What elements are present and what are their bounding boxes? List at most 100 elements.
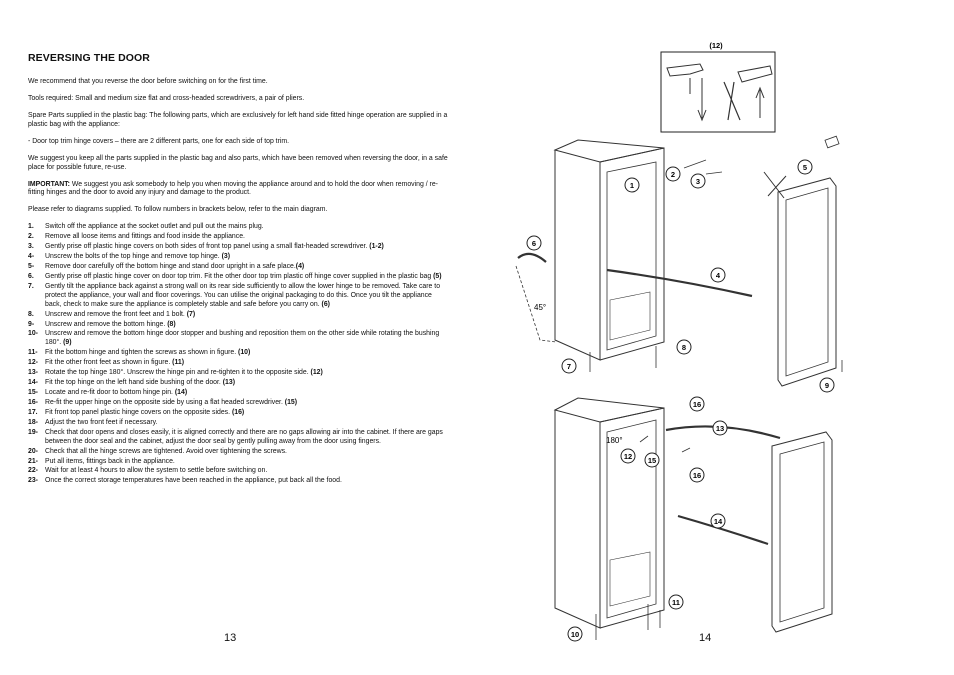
step-item: 7. Gently tilt the appliance back against…	[28, 283, 448, 309]
instructions-column: REVERSING THE DOOR We recommend that you…	[28, 52, 448, 487]
refer-text: Please refer to diagrams supplied. To fo…	[28, 206, 328, 214]
callout-14: 14	[710, 513, 726, 529]
important-text: We suggest you ask somebody to help you …	[28, 180, 438, 197]
page-number-left: 13	[224, 632, 237, 644]
callout-7-text: 7	[567, 362, 571, 371]
callout-16a: 16	[689, 396, 705, 412]
step-text: Gently prise off plastic hinge covers on…	[45, 243, 370, 251]
step-text: Fit the other front feet as shown in fig…	[45, 359, 173, 367]
step-item: 4-Unscrew the bolts of the top hinge and…	[28, 253, 448, 262]
inset-label: (12)	[709, 41, 723, 50]
step-ref: (6)	[321, 300, 330, 308]
step-number: 13-	[28, 369, 38, 377]
step-text: Switch off the appliance at the socket o…	[45, 223, 264, 231]
callout-3: 3	[690, 173, 706, 189]
step-ref: (15)	[284, 398, 298, 406]
callout-6: 6	[526, 235, 542, 251]
step-item: 5- Remove door carefully off the bottom h…	[28, 263, 448, 272]
callout-9-text: 9	[825, 381, 829, 390]
fridge-door-top	[777, 135, 840, 387]
step-number: 5-	[28, 263, 35, 271]
step-item: 1. Switch off the appliance at the socket…	[28, 223, 448, 232]
step-text: Adjust the two front feet if necessary.	[45, 418, 158, 426]
step-ref: (3)	[221, 253, 231, 261]
important-label: IMPORTANT:	[28, 180, 70, 188]
callout-15: 15	[644, 452, 660, 468]
step-ref: (12)	[310, 369, 323, 377]
callout-15-text: 15	[648, 456, 656, 465]
step-item: 17.Fit front top panel plastic hinge cov…	[28, 409, 448, 418]
step-ref: (9)	[63, 339, 72, 347]
callout-5: 5	[797, 159, 813, 175]
callout-16b: 16	[689, 467, 705, 483]
step-ref: (5)	[433, 273, 442, 281]
callout-14-text: 14	[714, 517, 723, 526]
step-item: 20-Check that all the hinge screws are t…	[28, 448, 448, 457]
step-ref: (10)	[238, 349, 251, 357]
step-number: 19-	[28, 428, 38, 436]
tools-text: Tools required: Small and medium size fl…	[28, 95, 305, 103]
callout-16a-text: 16	[693, 400, 701, 409]
step-text: Unscrew and remove the bottom hinge.	[45, 320, 168, 328]
callout-1-text: 1	[630, 181, 634, 190]
step-text: Check that all the hinge screws are tigh…	[45, 447, 287, 455]
important-note: IMPORTANT: We suggest you ask somebody t…	[28, 181, 448, 198]
step-item: 8. Unscrew and remove the front feet and …	[28, 311, 448, 320]
step-item: 18- Adjust the two front feet if necessar…	[28, 419, 448, 428]
step-text: Wait for at least 4 hours to allow the s…	[45, 467, 268, 475]
fridge-cabinet-top	[553, 139, 665, 361]
step-number: 12-	[28, 359, 38, 367]
steps-list: 1. Switch off the appliance at the socket…	[28, 223, 448, 486]
step-text: Re-fit the upper hinge on the opposite s…	[45, 398, 285, 406]
page-number-right: 14	[699, 632, 712, 644]
step-text: Unscrew and remove the front feet and 1 …	[45, 310, 187, 318]
step-number: 22-	[28, 467, 38, 475]
intro-text: We recommend that you reverse the door b…	[28, 78, 268, 85]
step-number: 1.	[28, 223, 34, 231]
step-number: 7.	[28, 283, 34, 291]
step-ref: (8)	[167, 320, 176, 328]
step-text: Unscrew and remove the bottom hinge door…	[45, 330, 440, 347]
step-item: 21-Put all items, fittings back in the a…	[28, 458, 448, 467]
step-text: Fit the bottom hinge and tighten the scr…	[45, 349, 239, 357]
motion-arrows	[517, 171, 787, 546]
callout-4-text: 4	[716, 271, 721, 280]
angle-45-label: 45°	[534, 303, 546, 312]
step-number: 14-	[28, 379, 38, 387]
inset-box	[660, 51, 776, 133]
step-number: 16-	[28, 398, 38, 406]
callout-13: 13	[712, 420, 728, 436]
callout-11: 11	[668, 594, 684, 610]
step-number: 18-	[28, 418, 38, 426]
step-ref: (7)	[186, 310, 196, 318]
step-text: Fit front top panel plastic hinge covers…	[45, 408, 232, 416]
step-item: 23-Once the correct storage temperatures…	[28, 477, 448, 486]
step-ref: (4)	[295, 263, 305, 271]
callout-8-text: 8	[682, 343, 686, 352]
step-item: 13-Rotate the top hinge 180°. Unscrew th…	[28, 369, 448, 378]
step-item: 6.Gently prise off plastic hinge cover o…	[28, 273, 448, 282]
callout-2: 2	[665, 166, 681, 182]
callout-2-text: 2	[671, 170, 675, 179]
hinge-covers-text: - Door top trim hinge covers – there are…	[28, 137, 290, 145]
step-ref: (11)	[172, 359, 185, 367]
callout-7: 7	[561, 358, 577, 374]
step-number: 3.	[28, 243, 34, 251]
step-number: 10-	[28, 330, 38, 338]
step-item: 15-Locate and re-fit door to bottom hing…	[28, 389, 448, 398]
step-text: Gently tilt the appliance back against a…	[45, 283, 441, 308]
callout-10-text: 10	[571, 630, 579, 639]
step-ref: (13)	[222, 379, 236, 387]
callout-8: 8	[676, 339, 692, 355]
step-number: 15-	[28, 389, 38, 396]
step-item: 12- Fit the other front feet as shown in …	[28, 359, 448, 368]
step-item: 11- Fit the bottom hinge and tighten the …	[28, 349, 448, 358]
callout-12-text: 12	[624, 452, 632, 461]
step-text: Remove door carefully off the bottom hin…	[45, 263, 296, 271]
step-ref: (16)	[231, 408, 245, 416]
step-text: Fit the top hinge on the left hand side …	[45, 379, 223, 387]
callout-6-text: 6	[532, 239, 536, 248]
step-number: 8.	[28, 310, 34, 318]
step-item: 19-Check that door opens and closes easi…	[28, 429, 448, 446]
step-number: 11-	[28, 349, 38, 357]
